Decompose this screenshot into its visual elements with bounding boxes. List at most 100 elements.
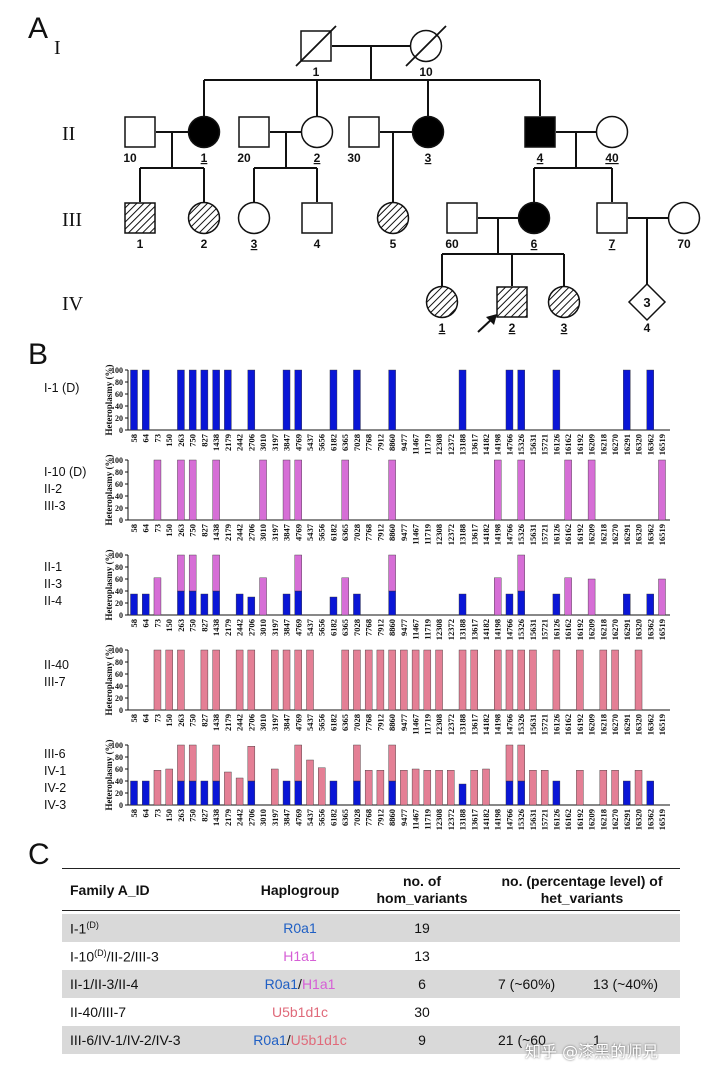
x-tick-label: 13617 (469, 808, 479, 830)
bar-U5b1d1c (247, 649, 256, 711)
x-tick-label: 9477 (399, 808, 409, 826)
y-tick-label: 0 (119, 516, 123, 525)
x-tick-label: 2179 (223, 434, 233, 451)
x-tick-label: 16519 (657, 524, 667, 545)
x-tick-label: 13188 (458, 434, 468, 455)
x-tick-label: 64 (141, 713, 151, 722)
y-tick-label: 80 (115, 753, 123, 762)
x-tick-label: 7028 (352, 619, 362, 636)
bar-H1a1 (294, 554, 302, 592)
x-tick-label: 5437 (305, 523, 315, 541)
x-tick-label: 2442 (235, 714, 245, 731)
bar-R0a1 (282, 593, 291, 616)
x-tick-label: 16270 (610, 809, 620, 830)
bar-R0a1 (646, 780, 654, 806)
x-tick-label: 16320 (634, 809, 644, 830)
bar-U5b1d1c (435, 770, 443, 806)
cell-het-variants-60: 21 (~60 (498, 1032, 546, 1048)
cell-haplogroup: R0a1 (283, 920, 317, 936)
panel-label-c: C (28, 838, 50, 871)
pedigree-diamond (627, 282, 667, 322)
x-tick-label: 11467 (411, 713, 421, 735)
x-tick-label: 11467 (411, 523, 421, 545)
x-tick-label: 7768 (364, 524, 374, 541)
x-tick-label: 13617 (469, 618, 479, 640)
pedigree-id: 7 (609, 237, 616, 251)
x-tick-label: 15326 (516, 434, 526, 455)
x-tick-label: 16270 (610, 524, 620, 545)
bar-R0a1 (247, 780, 256, 806)
x-tick-label: 750 (188, 434, 198, 447)
x-tick-label: 6365 (340, 434, 350, 451)
x-tick-label: 3010 (258, 809, 268, 826)
x-tick-label: 16162 (563, 524, 573, 545)
bar-H1a1 (341, 459, 349, 521)
panel-label-b: B (28, 338, 49, 371)
pedigree-circle (237, 201, 271, 235)
bar-U5b1d1c (576, 770, 584, 806)
bar-H1a1 (564, 459, 572, 521)
bar-U5b1d1c (177, 744, 185, 782)
x-tick-label: 2179 (223, 714, 233, 731)
x-tick-label: 6365 (340, 714, 350, 731)
y-axis-label: Heteroplasmy (%) (104, 549, 114, 620)
bar-R0a1 (177, 369, 185, 431)
x-tick-label: 3197 (270, 713, 280, 731)
bar-U5b1d1c (517, 649, 525, 711)
bar-R0a1 (200, 780, 209, 806)
x-tick-label: 3197 (270, 808, 280, 826)
bar-R0a1 (212, 590, 220, 616)
sample-label: IV-3 (44, 798, 66, 812)
bar-U5b1d1c (411, 768, 420, 806)
x-tick-label: 13188 (458, 714, 468, 735)
sample-label: III-7 (44, 675, 66, 689)
y-axis-label: Heteroplasmy (%) (104, 364, 114, 435)
x-tick-label: 3010 (258, 524, 268, 541)
x-tick-label: 14766 (504, 524, 514, 545)
x-tick-label: 150 (164, 619, 174, 632)
x-tick-label: 750 (188, 809, 198, 822)
x-tick-label: 5656 (317, 809, 327, 826)
x-tick-label: 7768 (364, 809, 374, 826)
bar-U5b1d1c (153, 649, 162, 711)
deceased-slash (295, 25, 337, 67)
bar-H1a1 (153, 459, 162, 521)
pedigree-id: 10 (123, 151, 137, 165)
x-tick-label: 1438 (211, 619, 221, 636)
pedigree-individual: 1 (425, 285, 459, 335)
bar-U5b1d1c (188, 744, 197, 782)
bar-H1a1 (517, 554, 525, 592)
sample-label: II-3 (44, 577, 62, 591)
x-tick-label: 5656 (317, 524, 327, 541)
watermark: 知乎 @漆黑的师兄 (525, 1042, 659, 1061)
x-tick-label: 16362 (645, 809, 655, 830)
bar-U5b1d1c (294, 744, 302, 782)
x-tick-label: 1438 (211, 714, 221, 731)
bar-R0a1 (552, 369, 561, 431)
x-tick-label: 5656 (317, 619, 327, 636)
bar-U5b1d1c (611, 770, 619, 806)
panel-label-a: A (28, 12, 49, 45)
pedigree-id: 4 (314, 237, 321, 251)
x-tick-label: 16320 (634, 714, 644, 735)
pedigree-id: 4 (644, 321, 651, 335)
x-tick-label: 5656 (317, 714, 327, 731)
bar-R0a1 (646, 593, 654, 616)
bar-R0a1 (212, 369, 220, 431)
bar-U5b1d1c (505, 649, 514, 711)
bar-U5b1d1c (247, 746, 256, 782)
x-tick-label: 7912 (375, 809, 385, 826)
cell-family-id: I-10(D)/II-2/III-3 (70, 948, 159, 965)
bar-U5b1d1c (599, 770, 608, 806)
x-tick-label: 3010 (258, 714, 268, 731)
bar-H1a1 (658, 459, 666, 521)
col-header-haplogroup: Haplogroup (260, 882, 340, 898)
bar-R0a1 (388, 369, 396, 431)
pedigree-square (348, 116, 380, 148)
bar-R0a1 (329, 369, 338, 431)
bar-R0a1 (224, 369, 232, 431)
